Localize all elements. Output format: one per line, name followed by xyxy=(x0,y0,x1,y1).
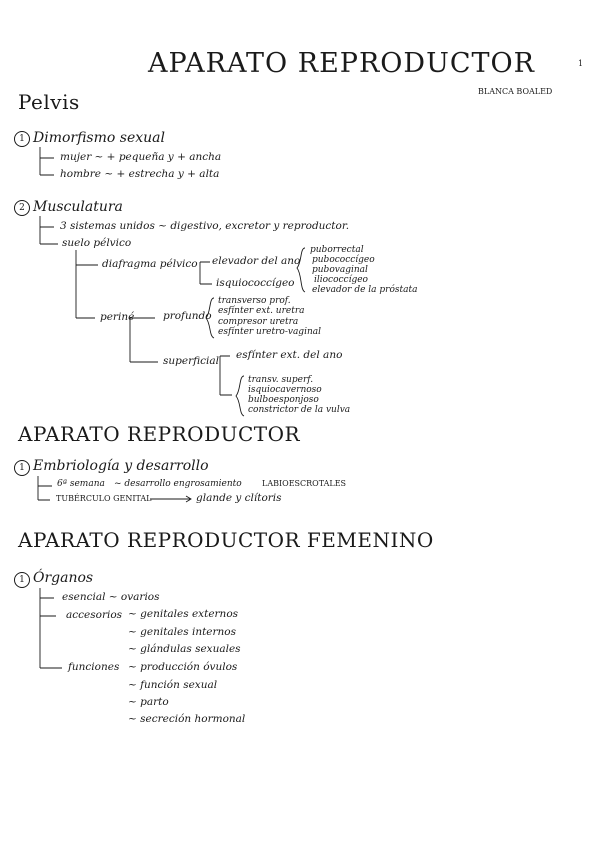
list-item: ~ función sexual xyxy=(128,679,218,691)
list-item: suelo pélvico xyxy=(62,237,132,249)
subheading-organos: Órganos xyxy=(33,570,94,586)
list-item: constrictor de la vulva xyxy=(248,405,351,415)
list-item: elevador de la próstata xyxy=(312,285,418,295)
page-title: APARATO REPRODUCTOR xyxy=(148,48,535,79)
number-circle: 1 xyxy=(14,572,30,588)
number-circle: 1 xyxy=(14,131,30,147)
list-item: transv. superf. xyxy=(248,375,314,385)
list-item: isquiococcígeo xyxy=(216,277,295,289)
list-item: esfínter ext. del ano xyxy=(236,349,343,361)
list-item: 6ª semana xyxy=(57,479,105,489)
section-heading-pelvis: Pelvis xyxy=(18,90,80,114)
number-circle: 1 xyxy=(14,460,30,476)
list-item: glande y clítoris xyxy=(196,492,282,504)
list-item: transverso prof. xyxy=(218,296,291,306)
list-item: 3 sistemas unidos ~ digestivo, excretor … xyxy=(60,220,350,232)
subheading-musculatura: Musculatura xyxy=(33,199,123,215)
list-item: pubococcígeo xyxy=(312,255,375,265)
list-item: bulboesponjoso xyxy=(248,395,319,405)
list-item: diafragma pélvico xyxy=(102,258,198,270)
list-item: esfínter uretro-vaginal xyxy=(218,327,321,337)
list-item: accesorios xyxy=(66,609,123,621)
list-item: esfínter ext. uretra xyxy=(218,306,305,316)
page-number: 1 xyxy=(578,59,584,68)
subheading-dimorfismo: Dimorfismo sexual xyxy=(33,130,165,146)
list-item: isquiocavernoso xyxy=(248,385,322,395)
author: BLANCA BOALED xyxy=(478,87,553,96)
list-item: esencial ~ ovarios xyxy=(62,591,160,603)
list-item: iliococcígeo xyxy=(314,275,368,285)
list-item: ~ genitales externos xyxy=(128,608,239,620)
list-item: periné xyxy=(100,311,135,323)
section-heading-aparato: APARATO REPRODUCTOR xyxy=(18,422,301,446)
list-item: superficial xyxy=(163,355,219,367)
subheading-embriologia: Embriología y desarrollo xyxy=(33,458,209,474)
list-item: puborrectal xyxy=(310,245,364,255)
list-item: profundo xyxy=(163,310,212,322)
list-item: mujer ~ + pequeña y + ancha xyxy=(60,151,222,163)
list-item: elevador del ano xyxy=(212,255,301,267)
list-item: TUBÉRCULO GENITAL xyxy=(56,494,152,503)
list-item: ~ glándulas sexuales xyxy=(128,643,241,655)
list-item: hombre ~ + estrecha y + alta xyxy=(60,168,220,180)
list-item: ~ parto xyxy=(128,696,169,708)
list-item: ~ desarrollo engrosamiento xyxy=(114,479,242,489)
section-heading-femenino: APARATO REPRODUCTOR FEMENINO xyxy=(18,528,434,552)
list-item: ~ producción óvulos xyxy=(128,661,238,673)
list-item: LABIOESCROTALES xyxy=(262,479,347,488)
list-item: ~ genitales internos xyxy=(128,626,237,638)
number-circle: 2 xyxy=(14,200,30,216)
list-item: funciones xyxy=(68,661,120,673)
list-item: ~ secreción hormonal xyxy=(128,713,246,725)
list-item: pubovaginal xyxy=(312,265,368,275)
list-item: compresor uretra xyxy=(218,317,299,327)
